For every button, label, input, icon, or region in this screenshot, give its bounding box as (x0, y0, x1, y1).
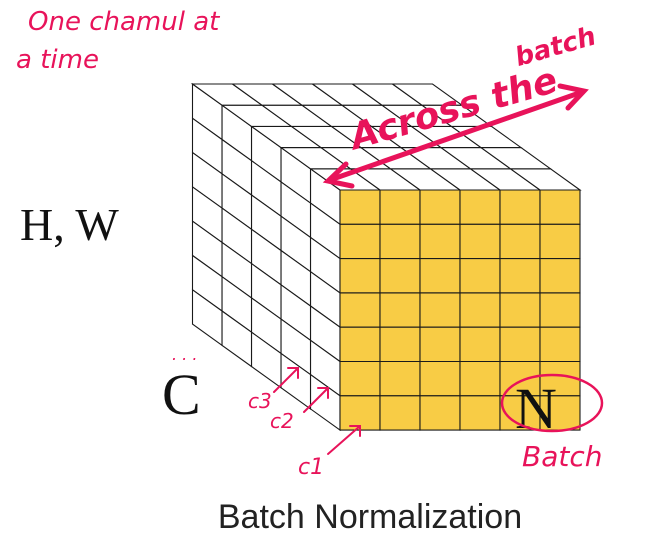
front-cell (339, 395, 381, 431)
front-cell (539, 189, 581, 225)
front-cell (379, 258, 421, 294)
one-channel-note-line2: a time (16, 45, 99, 75)
c1-arrow (327, 425, 361, 455)
front-cell (459, 258, 501, 294)
front-cell (459, 189, 501, 225)
front-cell (539, 326, 581, 363)
front-cell (499, 292, 541, 328)
front-cell (539, 258, 581, 294)
front-cell (379, 292, 421, 328)
front-cell (459, 292, 501, 328)
front-cell (459, 395, 501, 431)
batch-note: Batch (522, 440, 603, 473)
front-cell (339, 292, 381, 328)
front-cell (499, 258, 541, 294)
hw-axis-label: H, W (20, 199, 119, 250)
front-cell (419, 189, 461, 225)
front-cell (339, 258, 381, 294)
across-batch-arrow (322, 83, 589, 189)
ellipsis-dots: . . . (172, 345, 197, 364)
front-cell (419, 326, 461, 363)
front-cell (339, 189, 381, 225)
front-cell (379, 326, 421, 363)
top-cell (390, 83, 464, 106)
front-cell (379, 395, 421, 431)
front-cell (459, 223, 501, 260)
c3-arrow (273, 367, 299, 393)
side-cell (191, 288, 223, 347)
front-cell (379, 223, 421, 260)
front-cell (499, 189, 541, 225)
front-cell (419, 258, 461, 294)
front-cell (379, 360, 421, 397)
front-cell (499, 326, 541, 363)
front-cell (419, 395, 461, 431)
front-cell (339, 326, 381, 363)
c2-label: c2 (270, 409, 294, 433)
front-cell (379, 189, 421, 225)
c3-label: c3 (248, 389, 272, 413)
front-cell (539, 395, 581, 431)
one-channel-note-line1: One chamul at (28, 7, 220, 37)
c-axis-label: C (162, 362, 201, 427)
front-cell (419, 292, 461, 328)
front-cell (419, 223, 461, 260)
front-cell (499, 223, 541, 260)
c1-label: c1 (298, 455, 324, 480)
across-note-line2: batch (512, 21, 600, 73)
front-cell (339, 223, 381, 260)
n-circle (500, 373, 604, 433)
front-cell (459, 360, 501, 397)
caption: Batch Normalization (218, 498, 522, 536)
front-cell (419, 360, 461, 397)
front-cell (459, 326, 501, 363)
front-cell (539, 292, 581, 328)
c2-arrow (303, 387, 329, 413)
front-cell (339, 360, 381, 397)
front-cell (539, 223, 581, 260)
